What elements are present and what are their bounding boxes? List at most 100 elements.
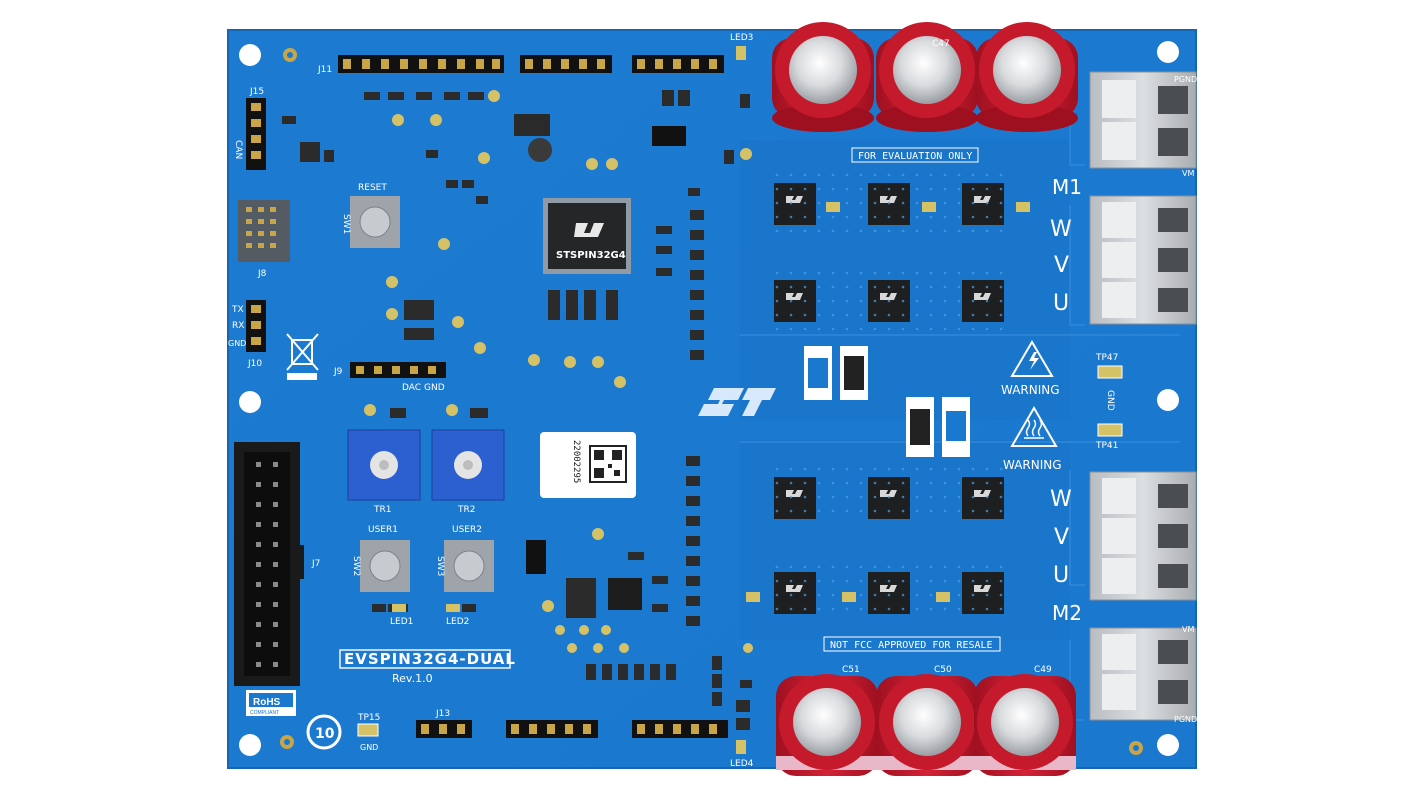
terminal-power-top (1089, 71, 1197, 169)
j9-label: J9 (333, 367, 343, 377)
user1-label: USER1 (368, 525, 398, 535)
header-j8 (238, 200, 290, 262)
led3-label: LED3 (730, 33, 753, 43)
ten-year-mark: 10 (315, 726, 335, 742)
header-j10 (246, 300, 266, 352)
board-name: EVSPIN32G4-DUAL (344, 650, 516, 668)
capacitor-c49 (974, 674, 1076, 776)
j13-label: J13 (435, 709, 450, 719)
chip-inductor (514, 114, 550, 136)
tp47-label: TP47 (1095, 353, 1118, 363)
c50-label: C50 (934, 665, 952, 675)
led4-label: LED4 (730, 759, 754, 769)
dac-label: DAC (402, 383, 421, 393)
vm-label-bottom: VM (1182, 625, 1194, 634)
board-revision: Rev.1.0 (392, 672, 433, 685)
sw2-label: SW2 (351, 556, 361, 576)
tx-label: TX (231, 305, 244, 315)
j11-label: J11 (317, 65, 332, 75)
inductor-round (528, 138, 552, 162)
tp15-label: TP15 (357, 713, 380, 723)
environment-10-year-icon (306, 714, 342, 750)
test-point-tp15 (357, 723, 379, 737)
led1-label: LED1 (390, 617, 413, 627)
user1-button[interactable] (360, 540, 410, 592)
rohs-label: RoHS (253, 697, 281, 708)
user2-button[interactable] (444, 540, 494, 592)
can-label: CAN (233, 140, 243, 159)
terminal-m1-phases (1089, 195, 1197, 325)
m1-phase-u: U (1053, 291, 1069, 316)
warning-hot-surface-icon (1010, 406, 1058, 447)
tr2-label: TR2 (457, 505, 475, 515)
gnd-label-right: GND (1105, 390, 1115, 411)
weee-bin-icon (286, 333, 319, 380)
qr-label (540, 432, 636, 498)
sw3-label: SW3 (435, 556, 445, 576)
mcu-stspin32g4 (543, 198, 631, 274)
mounting-holes (239, 41, 1179, 756)
chip-u2 (608, 578, 642, 610)
eval-notice: FOR EVALUATION ONLY (858, 151, 972, 162)
header-j15 (246, 98, 266, 170)
c47-label: C47 (932, 39, 950, 49)
m1-phase-v: V (1054, 253, 1069, 278)
m1-phase-w: W (1050, 217, 1072, 242)
capacitor-c46 (976, 22, 1078, 132)
terminal-m2-phases (1089, 471, 1197, 601)
tr1-label: TR1 (373, 505, 391, 515)
silkscreen: EVSPIN32G4-DUAL Rev.1.0 STSPIN32G4 FOR E… (228, 33, 1197, 769)
trimmer-tr2[interactable] (431, 429, 505, 501)
led2-label: LED2 (446, 617, 469, 627)
header-j9 (350, 362, 446, 378)
m2-phase-u: U (1053, 563, 1069, 588)
c51-label: C51 (842, 665, 860, 675)
pgnd-label-bottom: PGND (1174, 715, 1197, 724)
smd-pads-gold (392, 46, 1030, 754)
reset-button[interactable] (350, 196, 400, 248)
test-point-tp41 (1097, 423, 1123, 437)
header-j6 (632, 55, 724, 73)
capacitor-c51 (776, 674, 878, 776)
header-j11 (338, 55, 504, 73)
dac-gnd-label: GND (424, 383, 445, 393)
rohs-badge (246, 690, 296, 716)
capacitor-c48 (772, 22, 874, 132)
warning-high-voltage-icon (1010, 340, 1054, 377)
warning-label-1: WARNING (1001, 383, 1060, 397)
user2-label: USER2 (452, 525, 482, 535)
j7-label: J7 (311, 559, 320, 569)
j10-label: J10 (247, 359, 262, 369)
tp41-label: TP41 (1095, 441, 1118, 451)
jumper-j2 (652, 126, 686, 146)
sw1-label: SW1 (341, 214, 351, 234)
trimmer-tr1[interactable] (347, 429, 421, 501)
shunt-resistors (804, 346, 970, 457)
connector-j7 (234, 442, 304, 686)
header-j13 (416, 720, 472, 738)
test-point-tp47 (1097, 365, 1123, 379)
reset-label: RESET (358, 183, 387, 193)
uart-gnd-label: GND (228, 339, 246, 348)
test-points (364, 90, 753, 653)
st-logo (698, 388, 776, 416)
warning-label-2: WARNING (1003, 458, 1062, 472)
capacitor-c47 (876, 22, 978, 132)
motor1-label: M1 (1052, 175, 1082, 199)
m2-phase-v: V (1054, 525, 1069, 550)
pgnd-label-top: PGND (1174, 75, 1197, 84)
rx-label: RX (232, 321, 244, 331)
m2-phase-w: W (1050, 487, 1072, 512)
capacitor-c50 (876, 674, 978, 776)
jumper-j3 (526, 540, 546, 574)
tp15-gnd-label: GND (360, 743, 378, 752)
chip-label: STSPIN32G4 (556, 250, 626, 261)
terminal-power-bottom (1089, 627, 1197, 721)
header-j12 (506, 720, 598, 738)
vm-label-top: VM (1182, 169, 1194, 178)
header-j5 (632, 720, 728, 738)
fcc-notice: NOT FCC APPROVED FOR RESALE (830, 640, 993, 651)
j8-label: J8 (257, 269, 267, 279)
header-j14 (520, 55, 612, 73)
